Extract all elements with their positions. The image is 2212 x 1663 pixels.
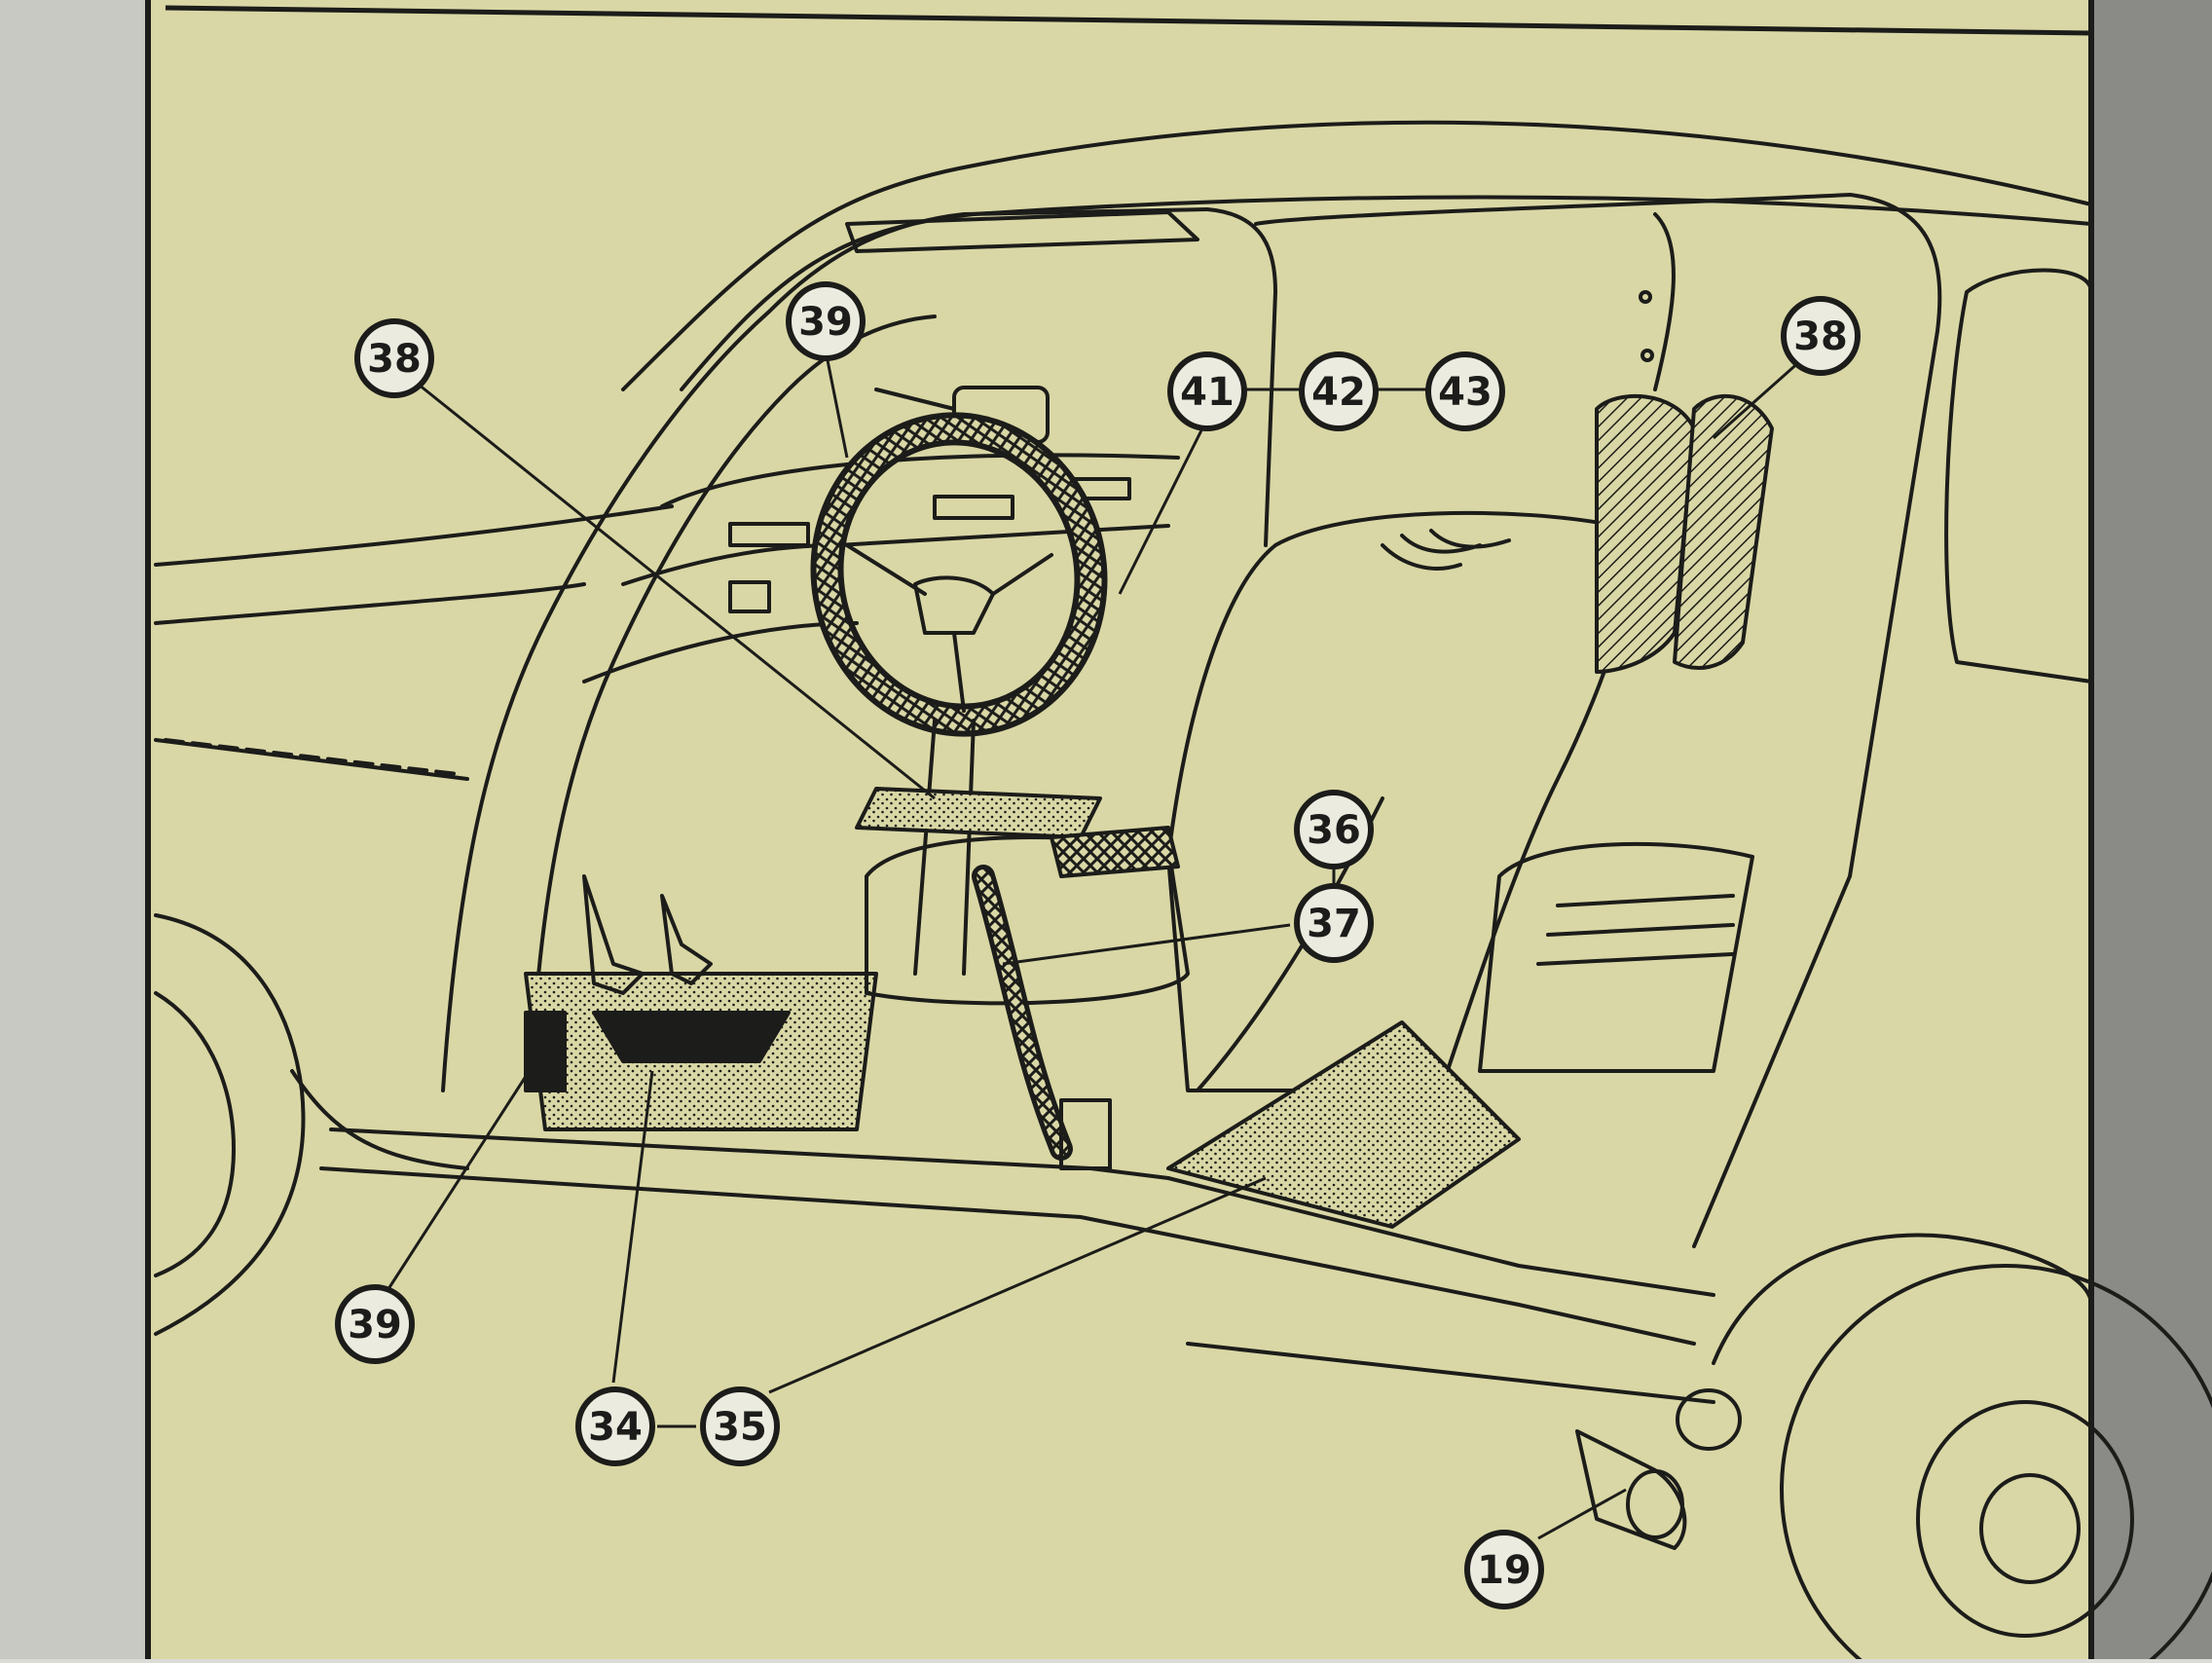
clutch-pedal: [582, 874, 645, 995]
rear-side-window: [1944, 268, 2093, 684]
jack-tube-end: [1626, 1469, 1684, 1539]
callout-35: 35: [700, 1386, 780, 1466]
callout-39-top: 39: [786, 281, 866, 361]
callout-38-left: 38: [354, 318, 434, 398]
callout-circle: [1299, 351, 1379, 431]
callout-number: 43: [1438, 370, 1493, 415]
front-fender-edge: [290, 1069, 469, 1170]
front-floor-pad: [855, 787, 1102, 839]
rear-hub: [1916, 1400, 2134, 1638]
a-pillar-outer: [441, 207, 1209, 1092]
seat-back-ribs: [1381, 529, 1511, 571]
dash-vent-left: [728, 522, 810, 547]
jack-tube: [1575, 1429, 1687, 1550]
rear-tire: [1780, 1264, 2212, 1663]
brake-pedal: [660, 894, 713, 985]
rear-seat-ribs: [1536, 894, 1735, 966]
callout-42: 42: [1299, 351, 1379, 431]
floor-corner-bracket: [524, 1011, 567, 1092]
callout-circle: [575, 1386, 655, 1466]
callout-circle: [1294, 883, 1374, 963]
callout-number: 42: [1311, 370, 1366, 415]
rear-seat-base: [1478, 841, 1754, 1073]
roof-line: [621, 120, 2093, 391]
callout-number: 38: [367, 337, 422, 382]
side-trim-dashes: [164, 738, 460, 776]
floor-grille: [592, 1011, 791, 1063]
roof-inner-line: [680, 195, 2093, 391]
door-sill-top: [329, 1127, 1715, 1297]
seat-belt-texture: [977, 869, 1068, 1156]
callout-circle: [1464, 1530, 1544, 1609]
rear-hub-cap: [1979, 1473, 2081, 1584]
callout-circle: [700, 1386, 780, 1466]
callout-number: 39: [348, 1303, 402, 1348]
jack-mount: [1676, 1388, 1742, 1451]
outer-right-margin: [2091, 0, 2212, 1659]
callout-39-bottom: 39: [335, 1284, 415, 1364]
panel-border-top: [165, 5, 2092, 36]
front-wheel-arch: [154, 913, 306, 1336]
callout-34: 34: [575, 1386, 655, 1466]
rear-door-frame: [1254, 193, 1942, 1248]
callout-41: 41: [1167, 351, 1247, 431]
callout-badges: 38 39 41 42 43 38 36 37 39 34 35 19: [335, 281, 1861, 1609]
leader-39-bottom: [383, 1060, 537, 1296]
b-pillar-bolt-2: [1641, 349, 1654, 362]
callout-circle: [1294, 790, 1374, 869]
body-crease: [154, 582, 586, 625]
steering-hub: [913, 575, 995, 635]
seat-belt-buckle: [1050, 826, 1180, 878]
callout-number: 19: [1477, 1548, 1531, 1593]
callout-37: 37: [1294, 883, 1374, 963]
leader-38-right: [1713, 358, 1802, 440]
callout-circle: [354, 318, 434, 398]
b-pillar-bolt-1: [1639, 290, 1652, 304]
leader-39-top: [826, 359, 849, 459]
mirror-stalk: [874, 388, 956, 411]
callout-36: 36: [1294, 790, 1374, 869]
callout-circle: [1167, 351, 1247, 431]
callout-circle: [1781, 296, 1861, 376]
b-pillar: [1653, 212, 1676, 391]
callout-number: 39: [798, 300, 853, 345]
b-pillar-front-edge: [1205, 207, 1277, 547]
callout-circle: [335, 1284, 415, 1364]
callout-number: 41: [1180, 370, 1235, 415]
leader-35: [768, 1176, 1267, 1394]
callout-circle: [786, 281, 866, 361]
paper-panel: [148, 0, 2091, 1659]
leader-38-left: [418, 383, 936, 800]
headrest-right: [1673, 394, 1774, 670]
steering-spokes: [845, 543, 1053, 713]
callout-number: 37: [1307, 902, 1361, 946]
steering-wheel-cover: [816, 418, 1102, 731]
sun-visor: [845, 210, 1199, 253]
belt-line: [154, 504, 674, 567]
callout-number: 38: [1793, 314, 1848, 359]
door-sill-bottom: [319, 1166, 1696, 1346]
dash-switch: [728, 580, 771, 613]
callout-number: 35: [713, 1405, 767, 1450]
callout-circle: [1425, 351, 1505, 431]
callout-38-right: 38: [1781, 296, 1861, 376]
leader-34: [611, 1070, 654, 1384]
callout-19: 19: [1464, 1530, 1544, 1609]
leader-19: [1537, 1488, 1627, 1540]
seat-cushion: [865, 835, 1190, 1006]
leader-37: [1002, 923, 1291, 966]
rear-floor-carpet: [1166, 1020, 1521, 1229]
callout-number: 34: [588, 1405, 643, 1450]
dash-vent-center: [933, 495, 1014, 520]
leader-41: [1118, 418, 1209, 595]
callout-43: 43: [1425, 351, 1505, 431]
front-tire: [154, 991, 236, 1277]
rocker-panel: [1186, 1342, 1715, 1404]
callout-number: 36: [1307, 808, 1361, 853]
